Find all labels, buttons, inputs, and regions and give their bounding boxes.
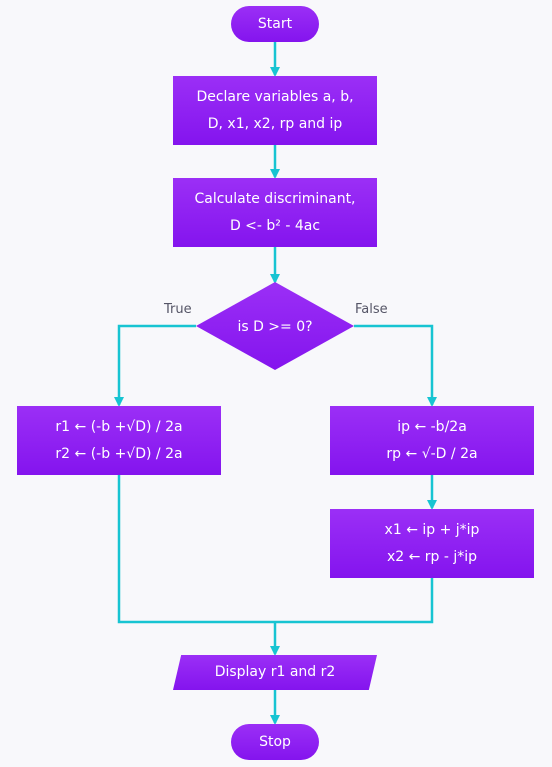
complex-parts-line-1: ip ← -b/2a xyxy=(397,418,467,435)
display-output-box: Display r1 and r2 xyxy=(173,655,377,690)
real-roots-box: r1 ← (-b +√D) / 2a r2 ← (-b +√D) / 2a xyxy=(17,406,221,475)
stop-terminal: Stop xyxy=(231,724,319,760)
arrow-true-branch xyxy=(114,324,196,407)
start-terminal: Start xyxy=(231,6,319,42)
declare-variables-box: Declare variables a, b, D, x1, x2, rp an… xyxy=(173,76,377,145)
decision-text: is D >= 0? xyxy=(237,319,312,335)
complex-roots-line-2: x2 ← rp - j*ip xyxy=(386,548,478,565)
discriminant-box: Calculate discriminant, D <- b² - 4ac xyxy=(173,178,377,247)
complex-roots-box: x1 ← ip + j*ip x2 ← rp - j*ip xyxy=(330,509,534,578)
real-roots-line-2: r2 ← (-b +√D) / 2a xyxy=(55,445,183,462)
start-label: Start xyxy=(257,15,293,32)
complex-parts-line-2: rp ← √-D / 2a xyxy=(386,445,478,462)
line-complex-roots-to-merge xyxy=(275,578,434,624)
discriminant-line-1: Calculate discriminant, xyxy=(194,190,356,207)
declare-line-1: Declare variables a, b, xyxy=(196,88,354,105)
decision-diamond xyxy=(196,282,354,370)
discriminant-line-2: D <- b² - 4ac xyxy=(229,217,321,234)
declare-line-2: D, x1, x2, rp and ip xyxy=(207,115,343,132)
display-label: Display r1 and r2 xyxy=(214,664,336,680)
stop-label: Stop xyxy=(259,733,291,750)
true-branch-label: True xyxy=(164,302,192,317)
false-branch-label: False xyxy=(355,302,388,317)
complex-parts-box: ip ← -b/2a rp ← √-D / 2a xyxy=(330,406,534,475)
arrow-false-branch xyxy=(354,324,437,407)
line-real-roots-to-merge xyxy=(117,475,275,624)
complex-roots-line-1: x1 ← ip + j*ip xyxy=(384,521,480,538)
real-roots-line-1: r1 ← (-b +√D) / 2a xyxy=(55,418,183,435)
